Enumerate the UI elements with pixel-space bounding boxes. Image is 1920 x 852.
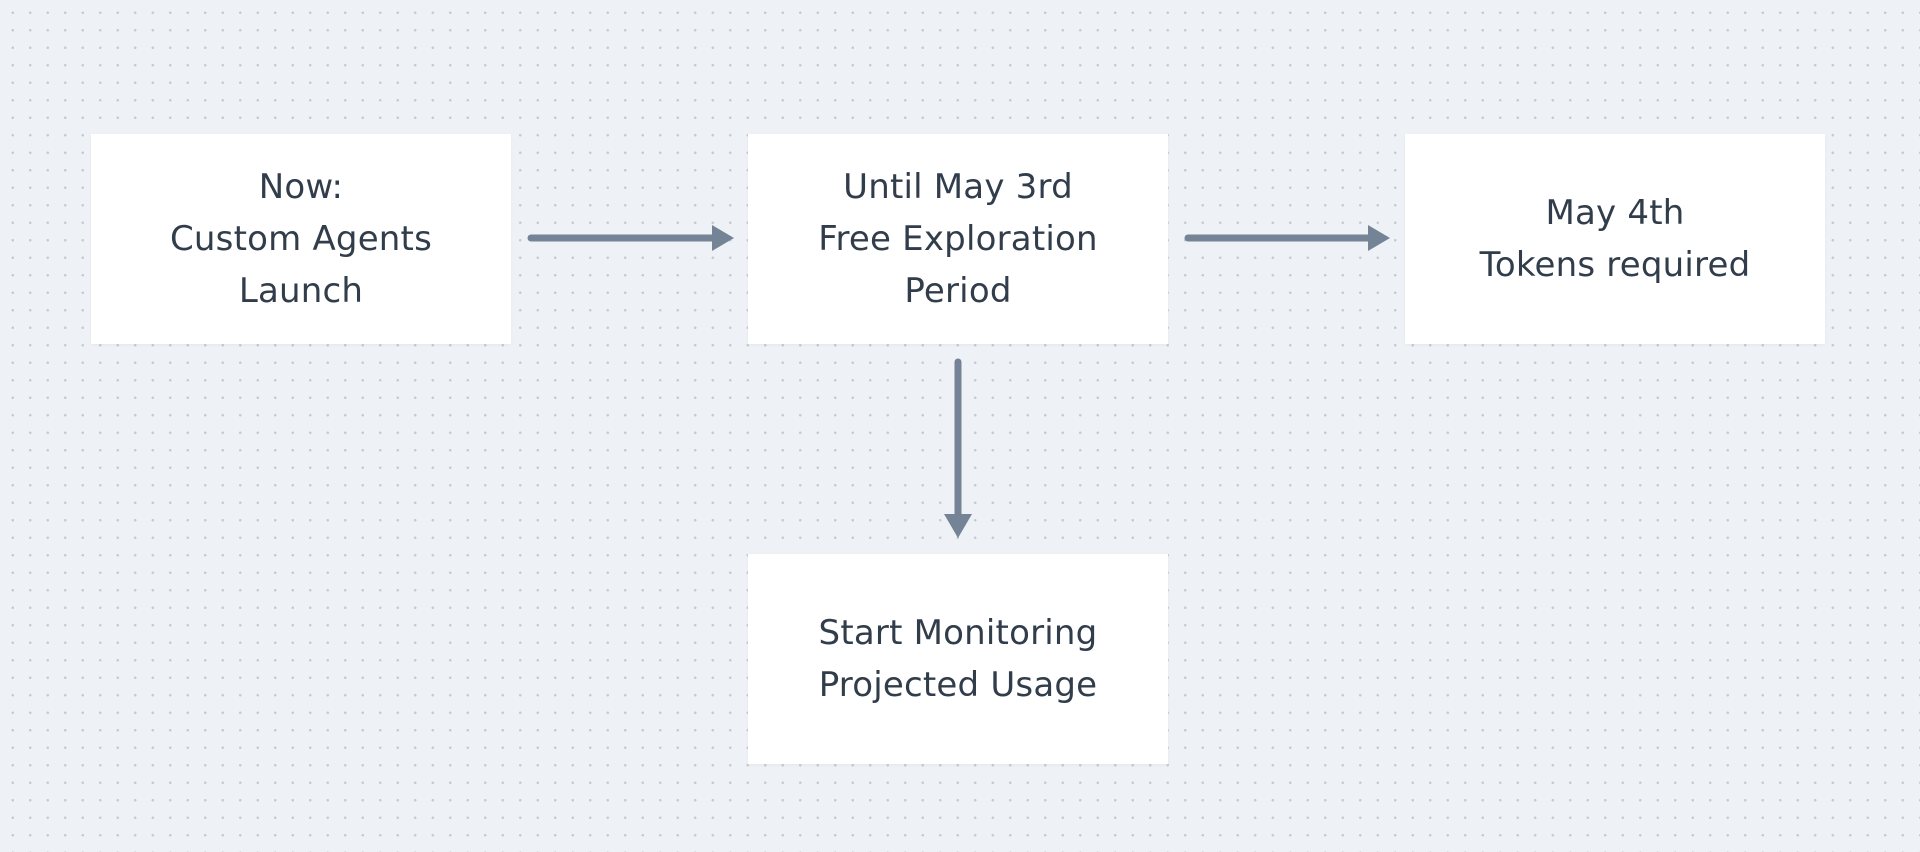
node-start-monitoring-projected-usage[interactable]: Start Monitoring Projected Usage bbox=[748, 554, 1168, 764]
arrowhead-now-to-until bbox=[712, 225, 734, 251]
arrowhead-until-to-monitor bbox=[944, 514, 972, 538]
node-until-line-3: Period bbox=[904, 271, 1012, 311]
node-may-4th-tokens-required[interactable]: May 4th Tokens required bbox=[1405, 134, 1825, 344]
node-until-line-1: Until May 3rd bbox=[843, 167, 1073, 207]
node-until-may-3rd-free-exploration[interactable]: Until May 3rd Free Exploration Period bbox=[748, 134, 1168, 344]
node-may4-line-2: Tokens required bbox=[1479, 245, 1751, 285]
node-now-line-2: Custom Agents bbox=[169, 219, 433, 259]
node-now-line-1: Now: bbox=[258, 167, 344, 207]
node-now-custom-agents-launch[interactable]: Now: Custom Agents Launch bbox=[91, 134, 511, 344]
arrowhead-until-to-may4 bbox=[1368, 225, 1390, 251]
node-may4-line-1: May 4th bbox=[1545, 193, 1685, 233]
node-monitor-line-2: Projected Usage bbox=[818, 665, 1098, 705]
node-now-line-3: Launch bbox=[238, 271, 364, 311]
node-until-line-2: Free Exploration bbox=[818, 219, 1098, 259]
node-monitor-line-1: Start Monitoring bbox=[818, 613, 1098, 653]
